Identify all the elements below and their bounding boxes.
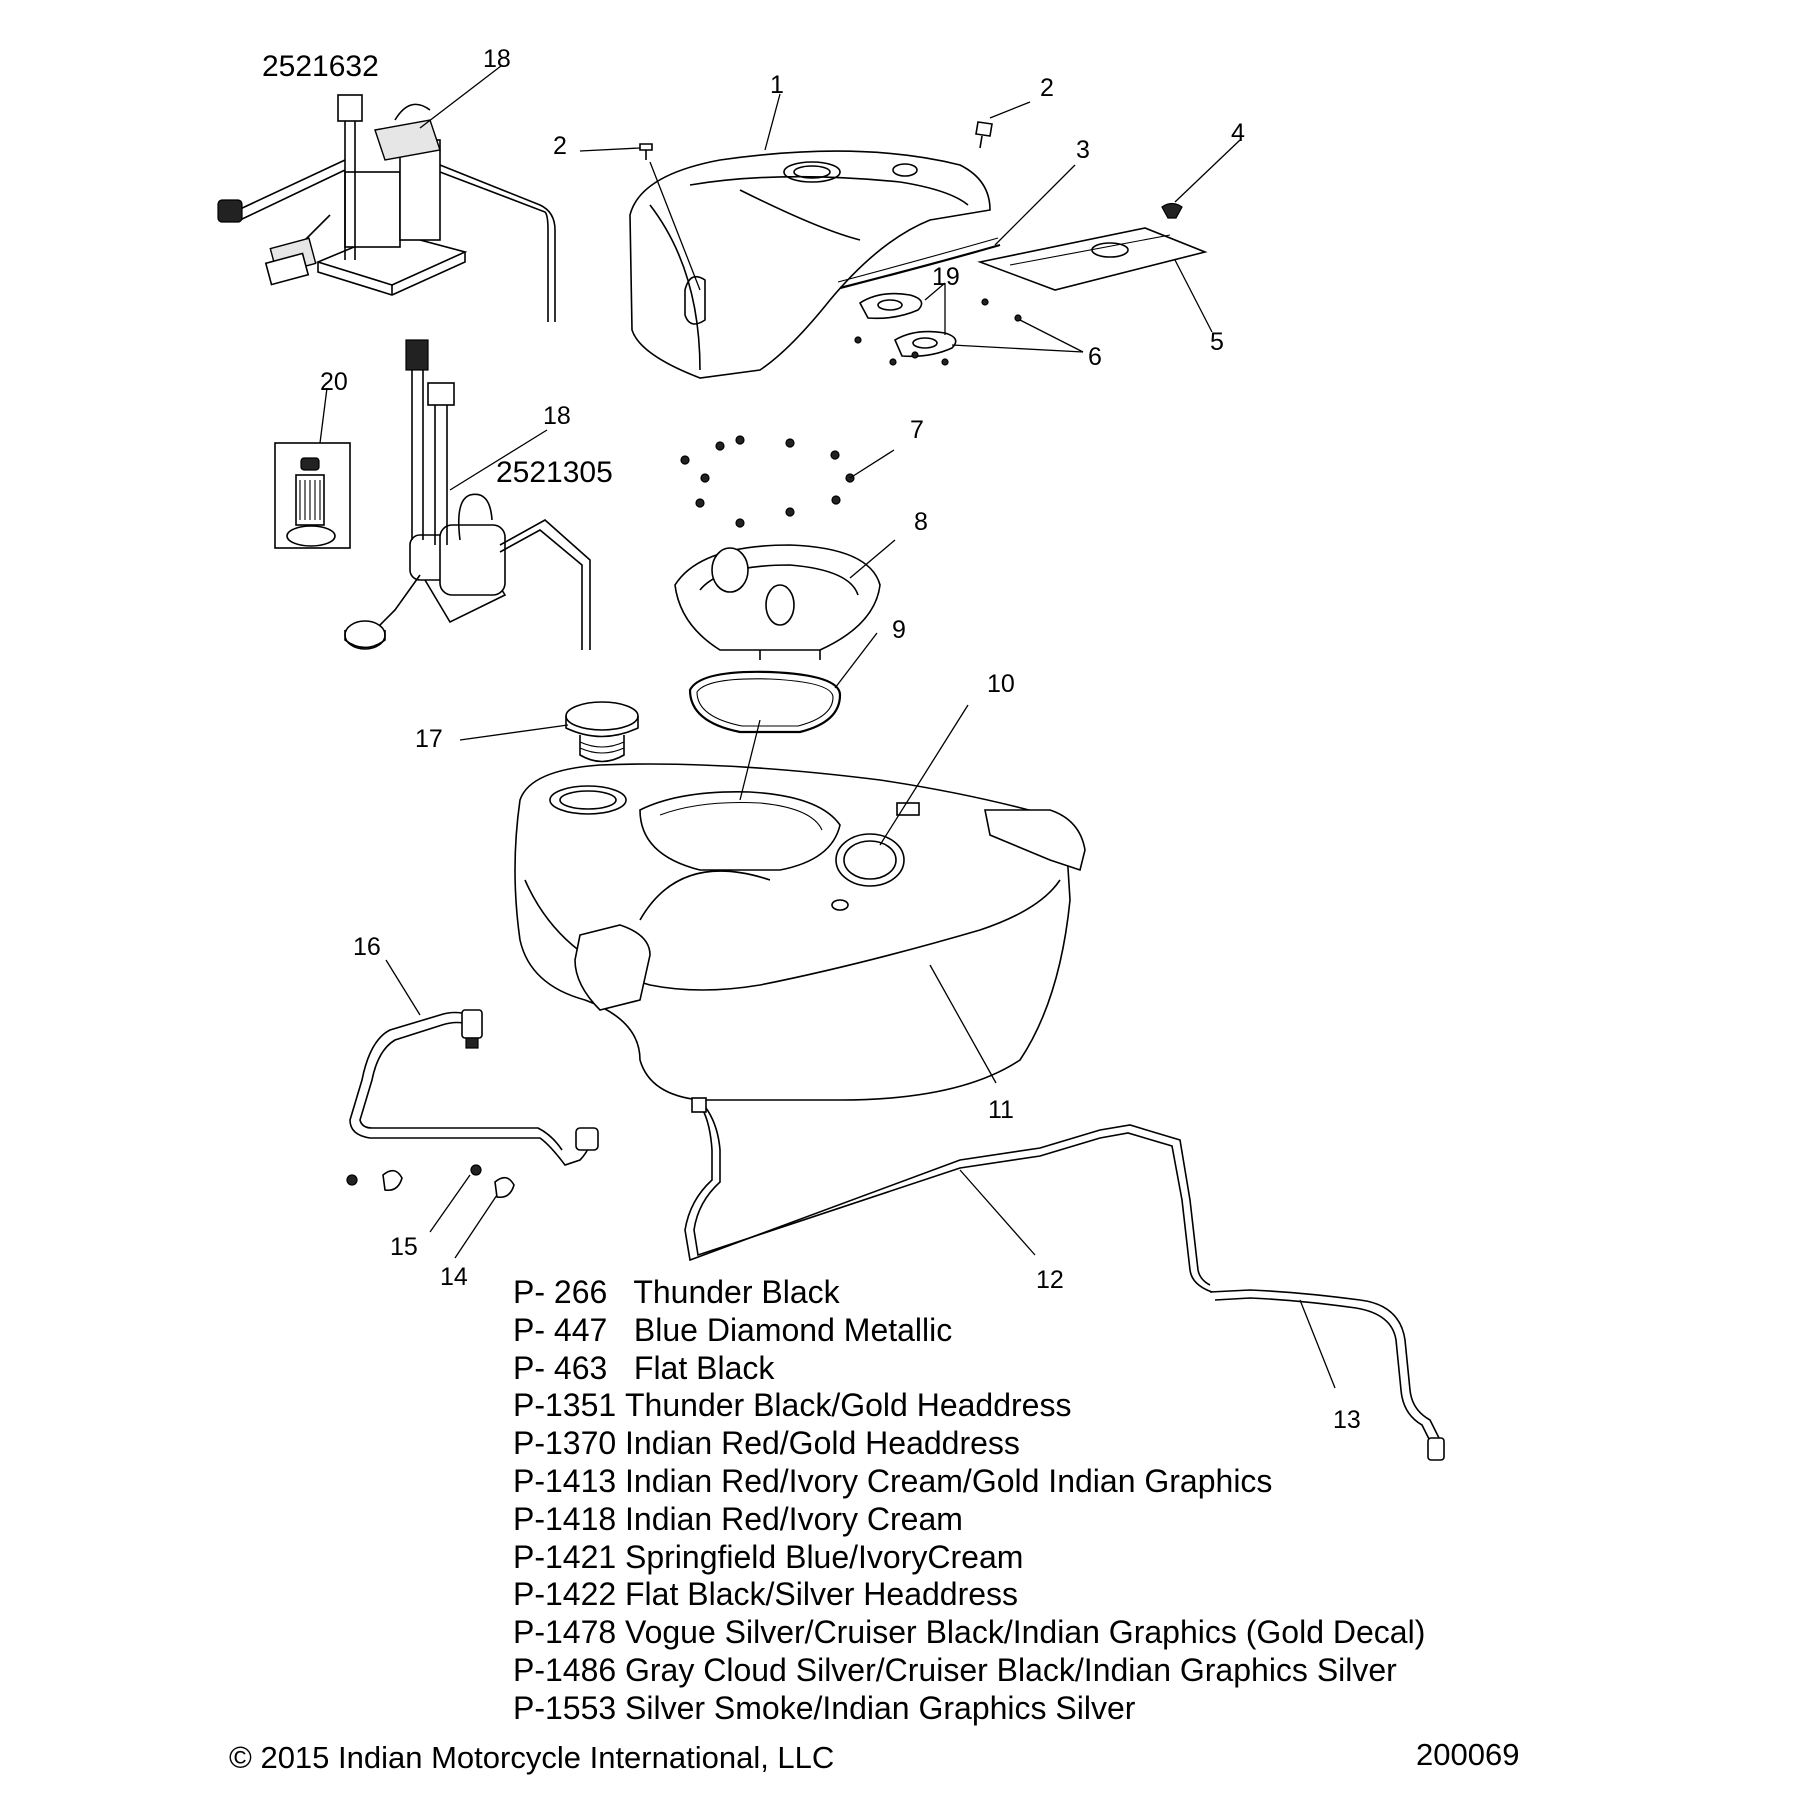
- leader-lines: [319, 65, 1336, 1389]
- paint-name: Gray Cloud Silver/Cruiser Black/Indian G…: [625, 1651, 1397, 1688]
- paint-code: P- 463: [513, 1349, 608, 1386]
- paint-code-row: P- 447 Blue Diamond Metallic: [513, 1312, 1425, 1350]
- drawing-number: 200069: [1416, 1737, 1520, 1772]
- callout-6: 6: [1088, 343, 1102, 371]
- fuel-cap-17: [565, 701, 639, 763]
- tank-console-1: [629, 150, 991, 379]
- hose-13: [1209, 1289, 1441, 1441]
- callout-7: 7: [910, 416, 924, 444]
- paint-name: Flat Black: [633, 1349, 775, 1386]
- paint-code: P-1478: [513, 1614, 617, 1651]
- callout-16: 16: [353, 933, 381, 961]
- paint-code: P-1486: [513, 1651, 617, 1688]
- paint-name: Thunder Black/Gold Headdress: [625, 1387, 1072, 1424]
- paint-name: Flat Black/Silver Headdress: [625, 1576, 1019, 1613]
- callout-11: 11: [988, 1096, 1014, 1124]
- gasket-9: [688, 670, 842, 734]
- nuts-7: [680, 435, 855, 528]
- callout-19: 19: [932, 263, 960, 291]
- paint-code: P-1422: [513, 1576, 617, 1613]
- trim-strip-3: [839, 243, 1001, 290]
- clips-14-15: [346, 1164, 515, 1199]
- callout-10: 10: [987, 670, 1015, 698]
- paint-code: P-1370: [513, 1425, 617, 1462]
- part-number-lower-pump: 2521305: [496, 456, 613, 489]
- callout-4: 4: [1231, 119, 1245, 147]
- callout-20: 20: [320, 368, 348, 396]
- callout-15: 15: [390, 1233, 418, 1261]
- callout-12: 12: [1036, 1266, 1064, 1294]
- fuel-pump-assembly-lower: [344, 339, 591, 650]
- paint-code: P-1553: [513, 1689, 617, 1726]
- vent-line-12: [684, 1097, 1213, 1293]
- paint-code: P- 266: [513, 1274, 608, 1310]
- callout-8: 8: [914, 508, 928, 536]
- paint-name: Blue Diamond Metallic: [633, 1311, 953, 1348]
- paint-name: Indian Red/Gold Headdress: [625, 1425, 1020, 1462]
- paint-name: Springfield Blue/IvoryCream: [625, 1538, 1024, 1575]
- fuel-tank-11: [514, 763, 1086, 1101]
- copyright-notice: © 2015 Indian Motorcycle International, …: [229, 1740, 835, 1775]
- bracket-5: [977, 227, 1208, 291]
- paint-code: P-1351: [513, 1387, 617, 1424]
- callout-18b: 18: [543, 402, 571, 430]
- paint-name: Indian Red/Ivory Cream/Gold Indian Graph…: [625, 1462, 1273, 1499]
- paint-code: P-1418: [513, 1500, 617, 1537]
- callout-13: 13: [1333, 1406, 1361, 1434]
- paint-name: Thunder Black: [633, 1274, 840, 1310]
- callout-2a: 2: [1040, 74, 1054, 102]
- paint-code: P-1413: [513, 1462, 617, 1499]
- callout-2b: 2: [553, 132, 567, 160]
- fuel-pump-assembly-upper: [217, 94, 556, 322]
- callout-14: 14: [440, 1263, 468, 1291]
- paint-code: P-1421: [513, 1538, 617, 1575]
- paint-code: P- 447: [513, 1311, 608, 1348]
- part-number-upper-pump: 2521632: [262, 50, 379, 83]
- paint-code-row: P- 463 Flat Black: [513, 1350, 1425, 1388]
- paint-name: Indian Red/Ivory Cream: [625, 1500, 963, 1537]
- brackets-19: [858, 292, 957, 358]
- callout-1: 1: [770, 71, 784, 99]
- callout-17: 17: [415, 725, 443, 753]
- callout-9: 9: [892, 616, 906, 644]
- pump-plate-8: [674, 544, 881, 660]
- paint-name: Silver Smoke/Indian Graphics Silver: [625, 1689, 1136, 1726]
- paint-code-row: P- 266 Thunder Black: [513, 1274, 1425, 1312]
- push-clip-4: [1161, 202, 1183, 219]
- filter-kit-20: [274, 442, 351, 549]
- callout-18a: 18: [483, 45, 511, 73]
- vent-hose-16: [349, 1009, 599, 1166]
- paint-code-list: P- 266 Thunder Black P- 447 Blue Diamond…: [513, 1274, 1425, 1728]
- paint-name: Vogue Silver/Cruiser Black/Indian Graphi…: [625, 1614, 1426, 1651]
- callout-5: 5: [1210, 328, 1224, 356]
- screws-6: [854, 298, 1022, 366]
- callout-3: 3: [1076, 136, 1090, 164]
